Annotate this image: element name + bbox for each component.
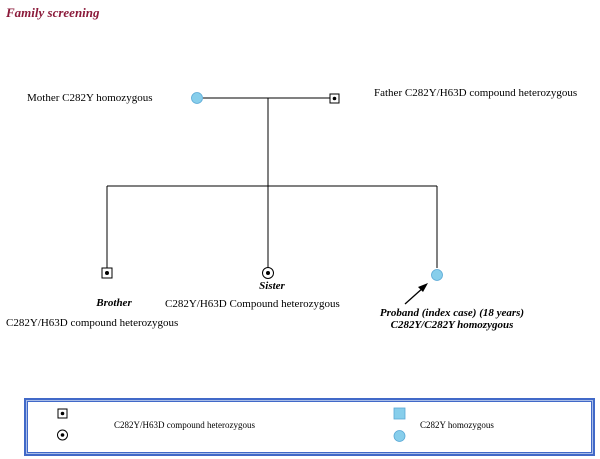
- sister-circle-dot-icon: [262, 267, 274, 279]
- square-dot-icon: [57, 408, 68, 419]
- sister-name: Sister: [259, 280, 285, 292]
- legend-compound-label: C282Y/H63D compound heterozygous: [114, 420, 255, 430]
- proband-circle-icon: [431, 269, 443, 281]
- sister-genotype: C282Y/H63D Compound heterozygous: [165, 298, 340, 310]
- legend-homozygous-label: C282Y homozygous: [420, 420, 494, 430]
- mother-label: Mother C282Y homozygous: [27, 92, 153, 104]
- legend: C282Y/H63D compound heterozygous C282Y h…: [24, 398, 595, 456]
- father-square-dot-icon: [329, 93, 340, 104]
- brother-genotype: C282Y/H63D compound heterozygous: [6, 317, 179, 329]
- circle-dot-icon: [57, 429, 68, 441]
- father-label: Father C282Y/H63D compound heterozygous: [374, 87, 578, 99]
- legend-symbols: [57, 407, 406, 442]
- square-filled-icon: [393, 407, 406, 420]
- circle-filled-icon: [393, 430, 406, 442]
- brother-square-dot-icon: [101, 267, 113, 279]
- proband-genotype: C282Y/C282Y homozygous: [390, 319, 514, 331]
- page-title: Family screening: [6, 5, 100, 20]
- mother-circle-icon: [191, 92, 203, 104]
- brother-name: Brother: [96, 297, 132, 309]
- proband-arrow-head: [418, 283, 428, 292]
- proband-name: Proband (index case) (18 years): [379, 307, 525, 319]
